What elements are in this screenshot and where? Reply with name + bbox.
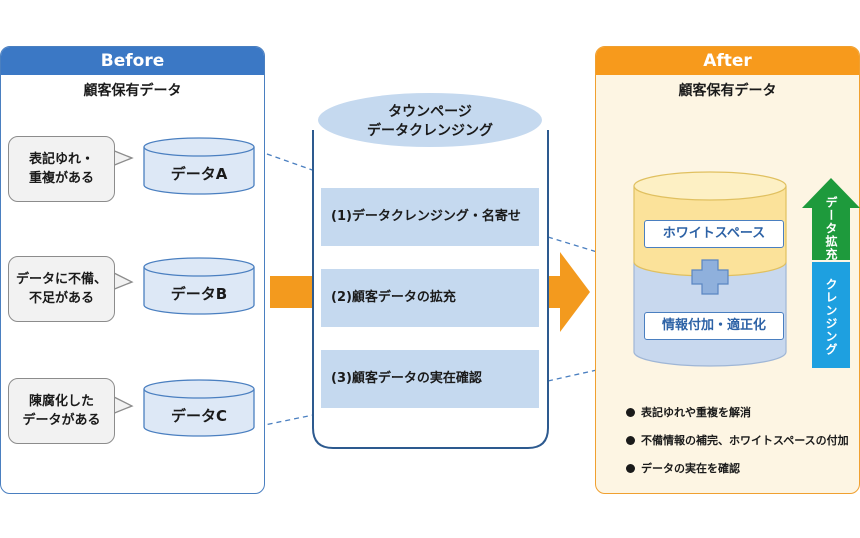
result-bullet: データの実在を確認 bbox=[626, 460, 740, 476]
database-label: データB bbox=[170, 285, 228, 303]
bullet-text: 不備情報の補完、ホワイトスペースの付加 bbox=[641, 434, 849, 447]
plus-icon bbox=[691, 259, 729, 295]
bullet-text: データの実在を確認 bbox=[641, 462, 740, 475]
database-label: データA bbox=[170, 165, 228, 183]
issue-bubble: 表記ゆれ・重複がある bbox=[8, 136, 115, 202]
issue-line: 表記ゆれ・ bbox=[28, 152, 94, 167]
database-icon bbox=[143, 267, 255, 315]
process-title-line: データクレンジング bbox=[367, 123, 493, 139]
issue-bubble: データに不備、不足がある bbox=[8, 256, 115, 322]
issue-line: 重複がある bbox=[28, 171, 94, 186]
cleansing-label: クレンジング bbox=[824, 278, 838, 356]
issue-bubble: 陳腐化したデータがある bbox=[8, 378, 115, 444]
after-header: After bbox=[596, 47, 859, 75]
whitespace-label: ホワイトスペース bbox=[644, 220, 784, 248]
cleansing-bar bbox=[812, 262, 850, 368]
before-title: 顧客保有データ bbox=[83, 83, 182, 99]
result-bullet: 不備情報の補完、ホワイトスペースの付加 bbox=[626, 432, 849, 448]
bullet-dot-icon bbox=[626, 464, 635, 473]
issue-line: 不足がある bbox=[28, 291, 94, 306]
process-title: タウンページ データクレンジング bbox=[317, 103, 543, 141]
process-step: (2)顧客データの拡充 bbox=[321, 269, 539, 327]
transfer-arrow-left bbox=[270, 276, 316, 308]
after-title: 顧客保有データ bbox=[678, 83, 777, 99]
issue-line: データがある bbox=[22, 413, 101, 428]
process-title-line: タウンページ bbox=[388, 104, 472, 120]
enrichment-label: 情報付加・適正化 bbox=[644, 312, 784, 340]
bullet-text: 表記ゆれや重複を解消 bbox=[641, 406, 751, 419]
issue-line: 陳腐化した bbox=[28, 394, 94, 409]
issue-line: データに不備、 bbox=[15, 272, 107, 287]
data-expand-label: データ拡充 bbox=[824, 196, 838, 261]
result-bullet: 表記ゆれや重複を解消 bbox=[626, 404, 751, 420]
database-icon bbox=[143, 147, 255, 195]
database-label: データC bbox=[170, 407, 227, 425]
database-cylinders bbox=[143, 137, 255, 437]
before-header: Before bbox=[1, 47, 264, 75]
database-icon bbox=[143, 389, 255, 437]
process-step: (1)データクレンジング・名寄せ bbox=[321, 188, 539, 246]
process-step: (3)顧客データの実在確認 bbox=[321, 350, 539, 408]
transfer-arrow-right bbox=[546, 252, 590, 332]
bullet-dot-icon bbox=[626, 408, 635, 417]
bullet-dot-icon bbox=[626, 436, 635, 445]
